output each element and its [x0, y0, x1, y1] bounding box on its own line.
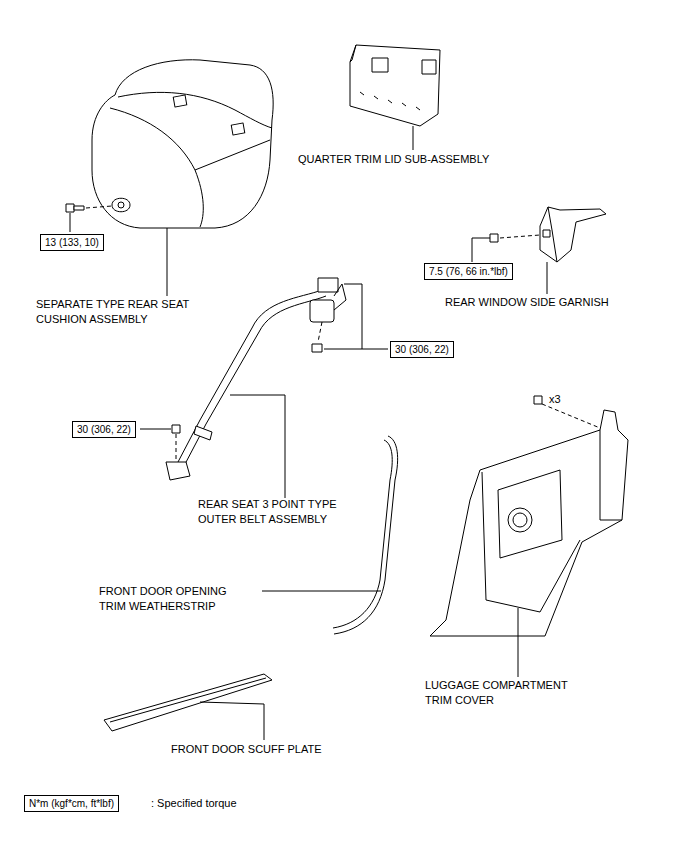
part-name: SEPARATE TYPE REAR SEAT CUSHION ASSEMBLY — [36, 297, 226, 327]
torque-box: 30 (306, 22) — [390, 341, 454, 358]
torque-box: 13 (133, 10) — [40, 234, 104, 251]
rear-seat-belt — [140, 278, 388, 498]
torque-value: 30 (306, 22) — [395, 344, 449, 355]
scuff-plate — [104, 674, 272, 740]
rear-window-side-garnish — [472, 207, 606, 294]
part-name: REAR SEAT 3 POINT TYPE OUTER BELT ASSEMB… — [198, 497, 368, 527]
torque-value: 13 (133, 10) — [45, 237, 99, 248]
part-name: REAR WINDOW SIDE GARNISH — [445, 295, 609, 310]
part-name: LUGGAGE COMPARTMENT TRIM COVER — [425, 678, 585, 708]
part-name: FRONT DOOR OPENING TRIM WEATHERSTRIP — [99, 584, 239, 614]
part-name: QUARTER TRIM LID SUB-ASSEMBLY — [298, 152, 489, 167]
torque-value: N*m (kgf*cm, ft*lbf) — [29, 798, 114, 809]
luggage-trim-cover — [430, 396, 628, 677]
legend-unit-box: N*m (kgf*cm, ft*lbf) — [24, 795, 119, 812]
torque-value: 30 (306, 22) — [77, 424, 131, 435]
weatherstrip — [262, 436, 398, 634]
part-name: FRONT DOOR SCUFF PLATE — [171, 742, 322, 757]
quantity-note: x3 — [549, 392, 561, 407]
torque-box: 30 (306, 22) — [72, 421, 136, 438]
quarter-trim-lid — [350, 45, 440, 150]
rear-seat-cushion — [92, 60, 273, 296]
torque-box: 7.5 (76, 66 in.*lbf) — [424, 263, 513, 280]
bolt — [66, 204, 112, 232]
legend-text: : Specified torque — [151, 796, 237, 811]
torque-value: 7.5 (76, 66 in.*lbf) — [429, 266, 508, 277]
